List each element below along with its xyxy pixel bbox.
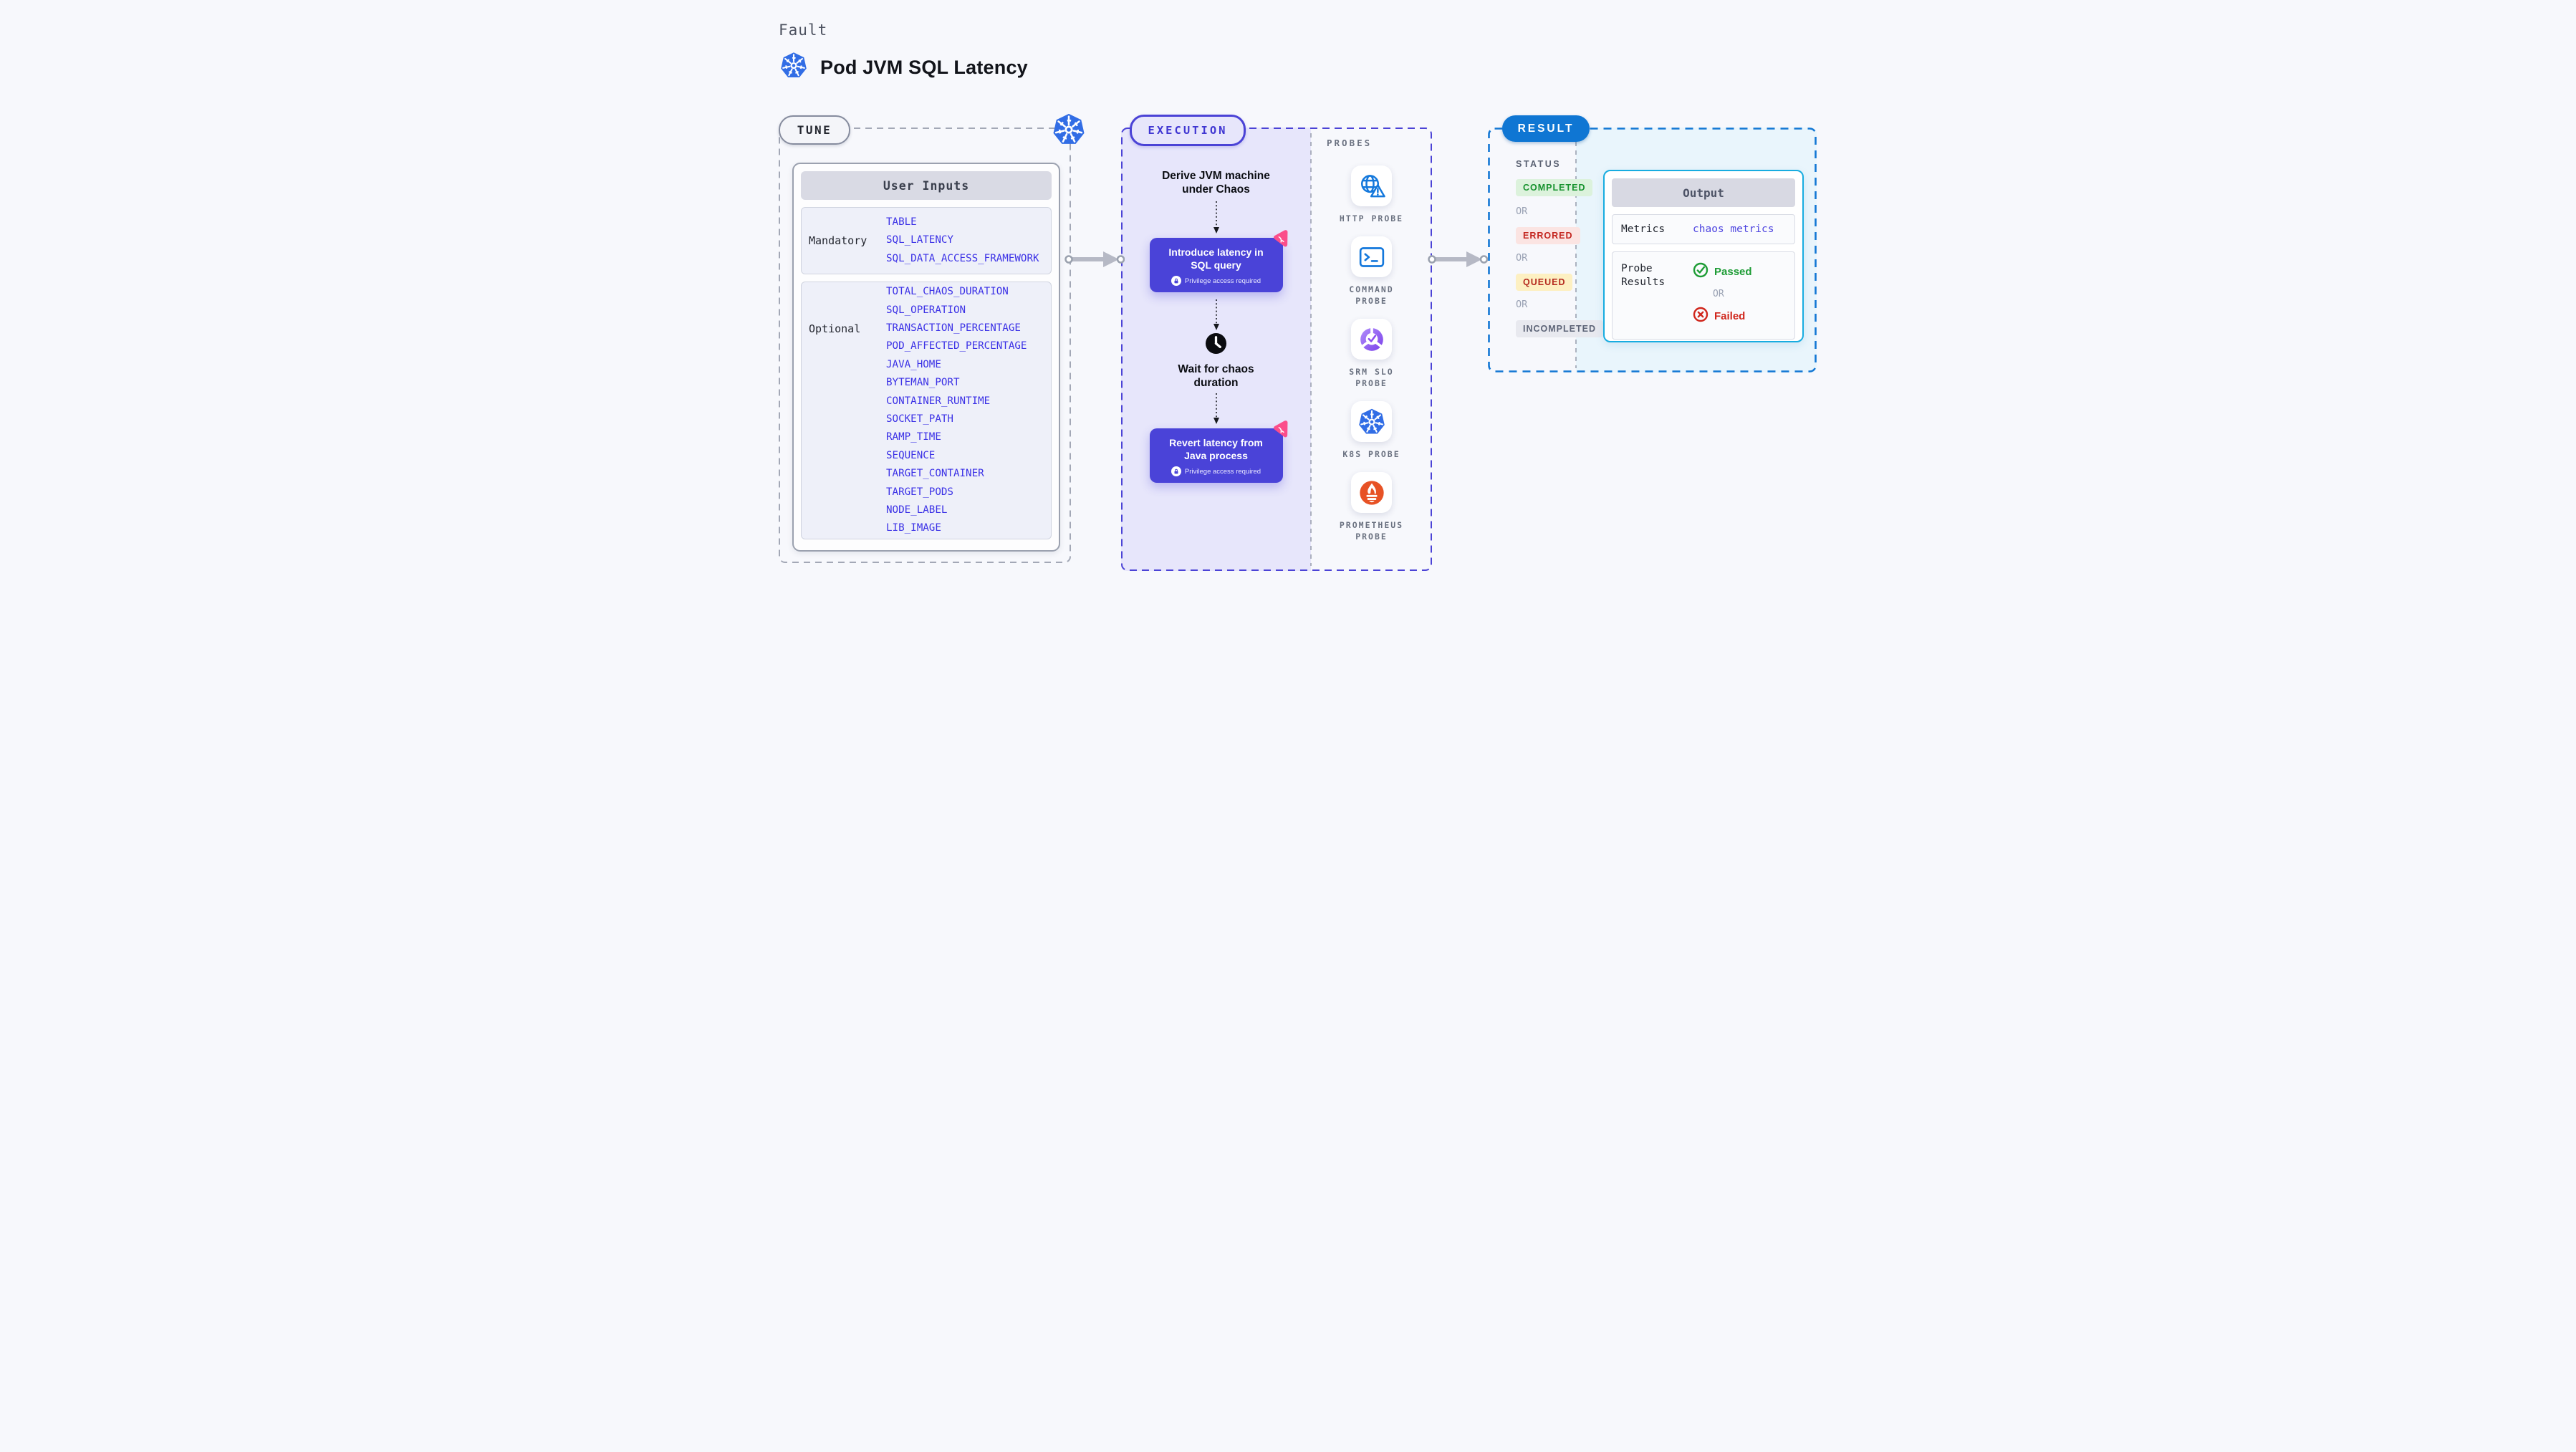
dotted-arrow-down-icon — [1213, 393, 1219, 424]
param-item: POD_AFFECTED_PERCENTAGE — [886, 340, 1027, 352]
page-title: Pod JVM SQL Latency — [820, 56, 1028, 78]
slo-check-icon — [1351, 319, 1392, 360]
probe-results-label: Probe Results — [1621, 263, 1666, 288]
mandatory-group: Mandatory TABLE SQL_LATENCY SQL_DATA_ACC… — [801, 207, 1052, 274]
probe-results-values: Passed OR Failed — [1693, 262, 1752, 339]
action-title: Revert latency from Java process — [1169, 437, 1263, 461]
passed-label: Passed — [1714, 266, 1752, 278]
metrics-label: Metrics — [1621, 223, 1666, 235]
optional-group: Optional TOTAL_CHAOS_DURATION SQL_OPERAT… — [801, 282, 1052, 539]
globe-alert-icon — [1351, 165, 1392, 206]
param-item: JAVA_HOME — [886, 358, 941, 370]
probe-results-row: Probe Results Passed OR — [1612, 251, 1795, 340]
status-badge-completed: COMPLETED — [1516, 179, 1593, 196]
or-label: OR — [1516, 206, 1528, 217]
param-item: TARGET_PODS — [886, 486, 953, 498]
privilege-text: Privilege access required — [1184, 467, 1261, 476]
or-label: OR — [1516, 299, 1528, 310]
param-item: TOTAL_CHAOS_DURATION — [886, 286, 1009, 298]
clock-icon — [1205, 332, 1227, 358]
or-label: OR — [1516, 252, 1528, 264]
probe-label: HTTP PROBE — [1339, 213, 1404, 223]
privilege-note: Privilege access required — [1158, 466, 1274, 476]
action-title: Introduce latency in SQL query — [1168, 246, 1264, 271]
output-panel: Output Metrics chaos metrics Probe Resul… — [1603, 170, 1804, 342]
tune-badge: TUNE — [779, 115, 850, 145]
user-inputs-table: User Inputs Mandatory TABLE SQL_LATENCY … — [792, 163, 1060, 552]
param-item: SQL_LATENCY — [886, 234, 953, 246]
metrics-value: chaos metrics — [1693, 223, 1774, 235]
param-item: SQL_OPERATION — [886, 304, 966, 316]
probes-panel: PROBES HTTP PROBE — [1311, 128, 1432, 554]
probe-http: HTTP PROBE — [1332, 165, 1411, 224]
passed-row: Passed — [1693, 262, 1752, 282]
litmus-chaos-icon — [1272, 229, 1292, 252]
param-item: CONTAINER_RUNTIME — [886, 395, 991, 407]
arrow-right-icon — [1064, 251, 1125, 267]
failed-row: Failed — [1693, 307, 1745, 326]
failed-label: Failed — [1714, 310, 1746, 322]
kubernetes-icon — [1351, 401, 1392, 442]
prometheus-icon — [1351, 472, 1392, 513]
arrow-right-icon — [1428, 251, 1488, 267]
kubernetes-icon — [780, 50, 807, 85]
param-item: SQL_DATA_ACCESS_FRAMEWORK — [886, 252, 1039, 264]
param-item: SEQUENCE — [886, 449, 936, 461]
probe-label: K8S PROBE — [1342, 449, 1400, 459]
metrics-row: Metrics chaos metrics — [1612, 214, 1795, 244]
probe-srm-slo: SRM SLO PROBE — [1332, 319, 1411, 389]
optional-items: TOTAL_CHAOS_DURATION SQL_OPERATION TRANS… — [886, 282, 1051, 539]
param-item: TARGET_CONTAINER — [886, 468, 984, 480]
param-item: TRANSACTION_PERCENTAGE — [886, 322, 1021, 334]
probes-label: PROBES — [1327, 138, 1373, 148]
lock-icon — [1171, 466, 1181, 476]
kubernetes-icon — [1052, 112, 1085, 151]
probe-label: SRM SLO PROBE — [1349, 367, 1394, 388]
param-item: RAMP_TIME — [886, 431, 941, 443]
status-label: STATUS — [1516, 159, 1562, 169]
status-column: STATUS COMPLETED OR ERRORED OR QUEUED OR… — [1488, 128, 1603, 337]
output-header: Output — [1612, 178, 1795, 207]
execution-section: Derive JVM machine under Chaos Introduce… — [1121, 128, 1432, 571]
probe-k8s: K8S PROBE — [1332, 401, 1411, 460]
param-item: BYTEMAN_PORT — [886, 377, 960, 389]
fault-diagram: Fault Pod JVM SQL Latency TUNE User Inpu… — [736, 0, 1840, 622]
dotted-arrow-down-icon — [1213, 299, 1219, 330]
probe-label: COMMAND PROBE — [1349, 284, 1394, 306]
mandatory-items: TABLE SQL_LATENCY SQL_DATA_ACCESS_FRAMEW… — [886, 208, 1051, 274]
x-circle-icon — [1693, 307, 1708, 326]
lock-icon — [1171, 276, 1181, 286]
step-wait-label: Wait for chaos duration — [1178, 363, 1254, 389]
action-revert-latency: Revert latency from Java process Privile… — [1149, 420, 1287, 483]
user-inputs-header: User Inputs — [801, 171, 1052, 200]
page-header: Pod JVM SQL Latency — [780, 50, 1028, 85]
param-item: TABLE — [886, 216, 917, 228]
execution-flow: Derive JVM machine under Chaos Introduce… — [1121, 128, 1311, 486]
check-circle-icon — [1693, 262, 1708, 282]
mandatory-label: Mandatory — [809, 234, 868, 247]
status-badge-incompleted: INCOMPLETED — [1516, 320, 1603, 337]
terminal-icon — [1351, 236, 1392, 277]
status-badge-queued: QUEUED — [1516, 274, 1573, 291]
action-introduce-latency: Introduce latency in SQL query Privilege… — [1149, 230, 1287, 292]
param-item: NODE_LABEL — [886, 504, 948, 516]
step-derive-jvm: Derive JVM machine under Chaos — [1162, 170, 1270, 196]
param-item: LIB_IMAGE — [886, 522, 941, 534]
optional-label: Optional — [809, 322, 861, 335]
privilege-text: Privilege access required — [1184, 277, 1261, 285]
execution-badge: EXECUTION — [1130, 115, 1246, 146]
fault-kicker: Fault — [779, 21, 828, 39]
param-item: SOCKET_PATH — [886, 413, 953, 425]
litmus-chaos-icon — [1272, 420, 1292, 443]
probe-label: PROMETHEUS PROBE — [1339, 520, 1404, 542]
probe-command: COMMAND PROBE — [1332, 236, 1411, 307]
privilege-note: Privilege access required — [1158, 276, 1274, 286]
dotted-arrow-down-icon — [1213, 201, 1219, 234]
status-badge-errored: ERRORED — [1516, 227, 1580, 244]
or-label: OR — [1713, 289, 1724, 299]
probe-prometheus: PROMETHEUS PROBE — [1332, 472, 1411, 542]
result-badge: RESULT — [1502, 115, 1590, 142]
step-wait: Wait for chaos duration — [1178, 332, 1254, 390]
